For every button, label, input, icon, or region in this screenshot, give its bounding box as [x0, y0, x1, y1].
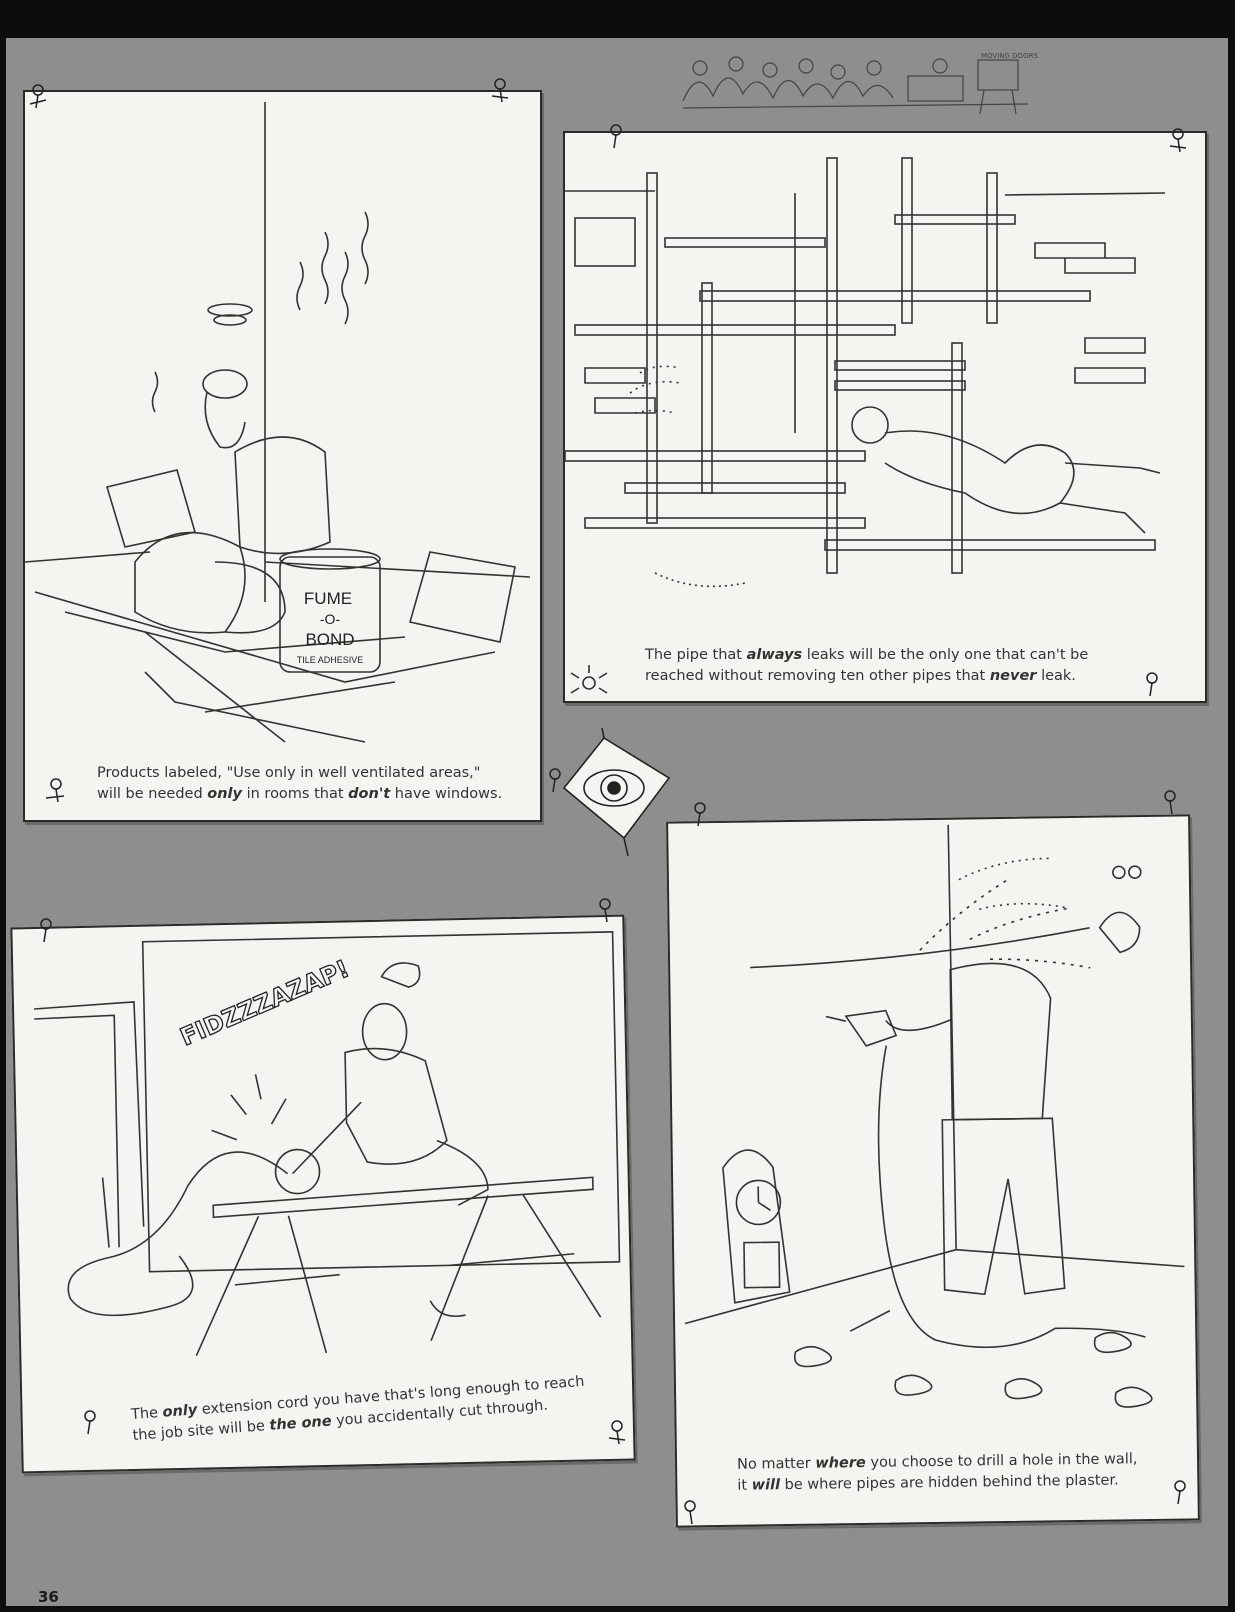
panel-pipes-illustration — [565, 157, 1166, 694]
sound-effect-fidzzzazap: FIDZZZAZAP! — [176, 955, 353, 1052]
can-label-bond: BOND — [305, 630, 354, 649]
caption-drill: No matter where you choose to drill a ho… — [737, 1449, 1138, 1497]
caption-fume: Products labeled, "Use only in well vent… — [97, 763, 502, 805]
can-label-adhesive: TILE ADHESIVE — [297, 655, 364, 665]
caption-line: Products labeled, "Use only in well vent… — [97, 765, 481, 781]
caption-line: will be needed only in rooms that don't … — [97, 786, 503, 802]
can-label-o: -O- — [320, 611, 341, 627]
page-number: 36 — [38, 1588, 59, 1606]
nail-icon — [29, 84, 47, 109]
nail-icon — [610, 124, 622, 149]
panel-drill-illustration — [684, 824, 1185, 1408]
nail-icon — [1146, 672, 1158, 697]
can-label-fume: FUME — [304, 589, 352, 608]
nail-icon — [599, 898, 611, 923]
nail-icon — [1169, 128, 1187, 153]
header-sign-text: MOVING DOORS — [981, 52, 1038, 60]
panel-fume-o-bond: FUME -O- BOND TILE ADHESIVE Products lab… — [23, 90, 542, 822]
header-doodle-strip: MOVING DOORS — [682, 52, 1038, 115]
panel-cord-illustration: FIDZZZAZAP! — [34, 931, 621, 1357]
nail-icon — [684, 1500, 696, 1525]
panel-extension-cord: FIDZZZAZAP! The only extension cord you … — [10, 914, 636, 1474]
nail-icon — [45, 778, 65, 803]
nail-icon — [1174, 1480, 1186, 1505]
panel-fume-illustration: FUME -O- BOND TILE ADHESIVE — [25, 102, 531, 743]
nail-icon — [608, 1420, 626, 1445]
nail-icon — [1164, 790, 1176, 815]
caption-line: reached without removing ten other pipes… — [645, 668, 1076, 684]
panel-drill: No matter where you choose to drill a ho… — [666, 814, 1200, 1528]
magazine-page: MOVING DOORS — [6, 38, 1228, 1606]
caption-pipes: The pipe that always leaks will be the o… — [645, 645, 1088, 687]
nail-icon — [40, 918, 52, 943]
nail-icon — [549, 768, 561, 793]
nail-icon — [491, 78, 509, 103]
eye-doodle — [562, 728, 671, 857]
panel-pipes: The pipe that always leaks will be the o… — [563, 131, 1207, 703]
nail-icon — [84, 1410, 96, 1435]
caption-line: The pipe that always leaks will be the o… — [645, 647, 1089, 663]
nail-icon — [694, 802, 706, 827]
